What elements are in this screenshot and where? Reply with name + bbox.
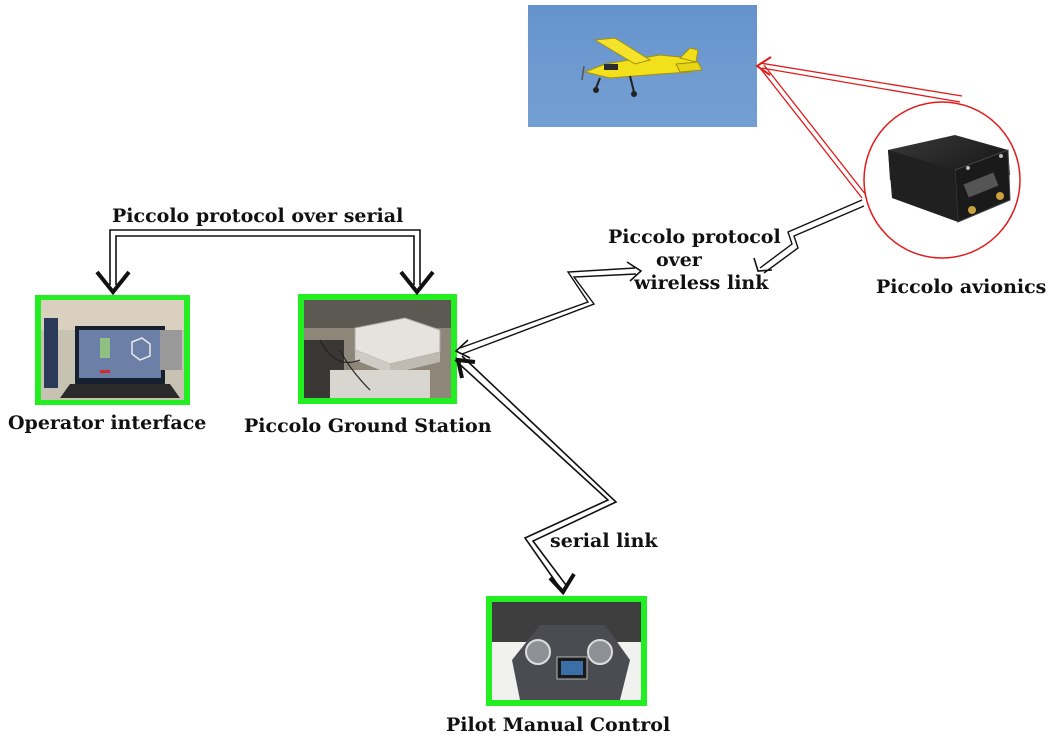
serial-link-connector — [454, 355, 618, 596]
operator-interface-photo — [35, 295, 190, 405]
ground-station-photo — [298, 294, 457, 404]
serial-link-label: serial link — [550, 530, 658, 552]
wireless-link-connector — [454, 199, 865, 359]
avionics-to-aircraft-link — [755, 56, 963, 199]
wireless-protocol-label-line1: Piccolo protocol — [608, 226, 781, 248]
pilot-control-label: Pilot Manual Control — [446, 714, 671, 736]
ground-station-label: Piccolo Ground Station — [244, 415, 492, 437]
serial-protocol-connector — [95, 229, 435, 296]
wireless-protocol-label-line3: wireless link — [634, 272, 769, 294]
avionics-box-icon — [888, 135, 1011, 223]
serial-protocol-label: Piccolo protocol over serial — [112, 205, 404, 227]
avionics-highlight — [863, 101, 1021, 259]
pilot-control-photo — [486, 596, 647, 706]
operator-interface-label: Operator interface — [8, 412, 207, 434]
avionics-label: Piccolo avionics — [876, 276, 1047, 298]
aircraft-photo — [528, 5, 757, 127]
aircraft-icon — [581, 37, 703, 97]
wireless-protocol-label-line2: over — [656, 249, 702, 271]
